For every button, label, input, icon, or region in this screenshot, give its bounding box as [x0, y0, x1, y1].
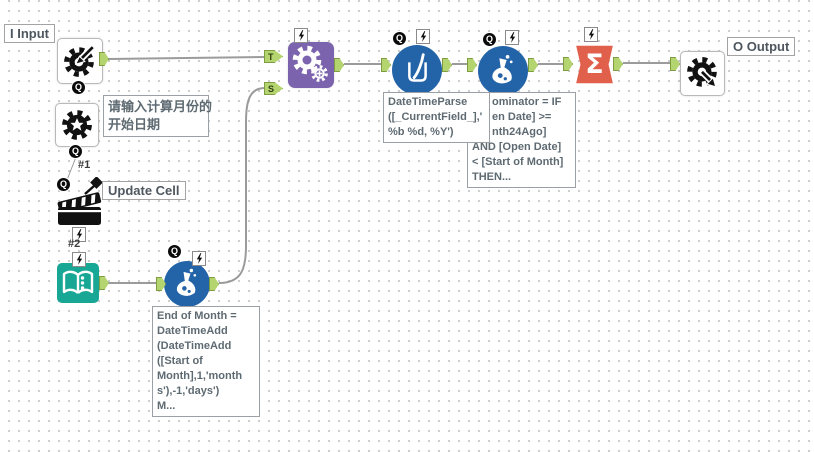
gear-arrow-out-icon — [686, 56, 720, 91]
question-anchor-icon[interactable]: Q — [69, 145, 82, 158]
formula-top-output-anchor[interactable] — [528, 58, 538, 72]
action-tool[interactable] — [54, 177, 108, 227]
lightning-anchor[interactable] — [505, 30, 519, 45]
macro-input-anchor-s[interactable]: S — [264, 82, 283, 95]
lightning-icon — [297, 30, 306, 41]
macro-input-output-anchor[interactable] — [99, 52, 109, 66]
lightning-anchor[interactable] — [294, 28, 308, 43]
action-output-anchor[interactable] — [72, 227, 86, 242]
multifield-annotation[interactable]: DateTimeParse ([_CurrentField_],' %b %d,… — [383, 92, 490, 143]
flask-icon — [482, 50, 524, 92]
lightning-anchor[interactable] — [416, 29, 430, 44]
multifield-input-anchor[interactable] — [381, 58, 391, 72]
macro-output-input-anchor[interactable] — [670, 57, 680, 71]
formula-top-input-anchor[interactable] — [467, 58, 477, 72]
macro-input-anchor-t[interactable]: T — [264, 50, 283, 63]
wire-interface-q — [66, 156, 77, 181]
multifield-output-anchor[interactable] — [442, 58, 452, 72]
lightning-anchor[interactable] — [584, 27, 598, 42]
sigma-icon: Σ — [585, 49, 604, 80]
question-anchor-icon[interactable]: Q — [168, 245, 181, 258]
formula-bottom-annotation[interactable]: End of Month = DateTimeAdd (DateTimeAdd … — [152, 306, 260, 417]
macro-output-name-label[interactable]: O Output — [727, 37, 796, 56]
lightning-icon — [587, 29, 596, 40]
gear-star-icon — [60, 108, 94, 142]
wire-input-to-macro — [107, 56, 267, 60]
double-gear-plus-icon — [288, 42, 334, 88]
multi-field-formula-tool[interactable] — [392, 45, 442, 95]
question-anchor-icon[interactable]: Q — [72, 81, 85, 94]
question-anchor-icon[interactable]: Q — [57, 178, 70, 191]
textinput-action-anchor[interactable] — [72, 252, 86, 267]
question-anchor-icon[interactable]: Q — [483, 33, 496, 46]
clapperboard-icon — [54, 177, 108, 227]
macro-output-tool[interactable] — [680, 51, 725, 96]
batch-macro-tool[interactable] — [288, 42, 334, 88]
interface-connector-label: #1 — [78, 159, 91, 171]
lightning-icon — [75, 254, 84, 265]
formula-bottom-output-anchor[interactable] — [209, 277, 219, 291]
summarize-output-anchor[interactable] — [613, 57, 623, 71]
formula-tool-bottom[interactable] — [164, 261, 210, 307]
lightning-icon — [75, 229, 84, 240]
text-input-output-anchor[interactable] — [99, 276, 109, 290]
interface-prompt-annotation[interactable]: 请输入计算月份的 开始日期 — [103, 95, 212, 137]
lightning-icon — [195, 253, 204, 264]
flask-icon — [167, 264, 207, 304]
text-input-tool[interactable] — [57, 263, 99, 303]
formula-tool-top[interactable] — [478, 46, 528, 96]
macro-output-anchor[interactable] — [334, 58, 344, 72]
question-anchor-icon[interactable]: Q — [393, 32, 406, 45]
lightning-icon — [419, 31, 428, 42]
beaker-rod-icon — [395, 48, 439, 92]
open-book-icon — [60, 267, 96, 299]
interface-gear-tool[interactable] — [55, 103, 99, 147]
interface-connector-label: #2 — [68, 238, 81, 250]
lightning-anchor[interactable] — [192, 251, 206, 266]
lightning-icon — [508, 32, 517, 43]
wire-formula-to-macro-s — [218, 87, 266, 284]
macro-input-name-label[interactable]: I Input — [4, 24, 55, 43]
formula-bottom-input-anchor[interactable] — [156, 277, 166, 291]
macro-input-tool[interactable] — [57, 38, 103, 84]
summarize-tool[interactable]: Σ — [576, 45, 613, 84]
summarize-input-anchor[interactable] — [563, 57, 573, 71]
action-annotation-label[interactable]: Update Cell — [102, 181, 186, 200]
gear-arrow-in-icon — [63, 44, 97, 78]
